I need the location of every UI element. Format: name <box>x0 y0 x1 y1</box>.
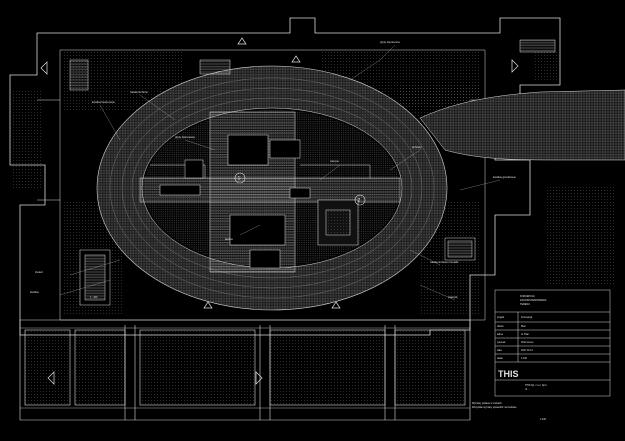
label-1: plyty kamienne <box>380 40 400 44</box>
label-5: kostka granitowa <box>493 175 516 179</box>
label-9: trawnik <box>448 295 458 299</box>
label-2: nawierzchnia <box>130 90 148 94</box>
tb-row-val-1: Plac <box>521 325 526 328</box>
tb-address-1: THIS Sp. z o.o. Sp.k <box>525 384 547 387</box>
tb-scale: 1:100 <box>540 418 547 421</box>
tb-row-key-5: skala <box>497 357 503 360</box>
tb-row-val-2: ul. Plac <box>521 333 530 336</box>
label-11: ławka <box>225 237 233 241</box>
tb-address-2: ul. ... <box>525 388 531 391</box>
tb-project-line-1: KONCEPCJA <box>520 295 535 298</box>
title-block-text: KONCEPCJA ZAGOSPODAROWANIA TERENU projek… <box>472 295 547 421</box>
tb-row-val-3: Rzut terenu <box>521 341 534 344</box>
label-12: płyty betonowe <box>175 135 195 139</box>
label-4: schody <box>412 145 422 149</box>
section-number-2a: 2 <box>358 198 361 204</box>
label-8: nawierzchnia z kostki <box>430 260 459 264</box>
section-number-1a: 1 <box>238 176 241 182</box>
elevation-markers <box>40 37 519 385</box>
tb-project-line-2: ZAGOSPODAROWANIA <box>520 299 547 302</box>
tb-row-val-4: 2017.10.11 <box>521 349 533 352</box>
tb-project-line-3: TERENU <box>520 303 530 306</box>
label-6: zieleń <box>35 270 43 274</box>
tb-note-2: Wszystkie wymiary sprawdzić na budowie. <box>472 406 517 409</box>
title-block-frame <box>494 289 611 397</box>
tb-row-key-3: rysunek <box>497 341 506 344</box>
tb-note-1: Wymiary podane w metrach. <box>472 402 503 405</box>
label-3: kostka betonowa <box>92 100 115 104</box>
central-structure <box>139 111 401 273</box>
label-7: kostka <box>30 290 39 294</box>
tb-logo: THIS <box>498 369 519 379</box>
lower-wing <box>19 319 471 421</box>
label-10: rampa <box>330 159 339 163</box>
dimension-label: 1 : 100 <box>90 296 98 299</box>
leader-lines <box>59 44 501 301</box>
tb-row-key-2: adres <box>497 333 504 336</box>
east-path <box>419 89 625 161</box>
tb-row-key-1: obiekt <box>497 325 504 328</box>
tb-row-key-4: data <box>497 349 502 352</box>
side-rooms <box>69 39 556 306</box>
tb-row-val-5: 1:100 <box>521 357 528 360</box>
tb-row-val-0: Koncepcja <box>521 316 533 319</box>
tb-row-key-0: projekt <box>497 316 505 319</box>
